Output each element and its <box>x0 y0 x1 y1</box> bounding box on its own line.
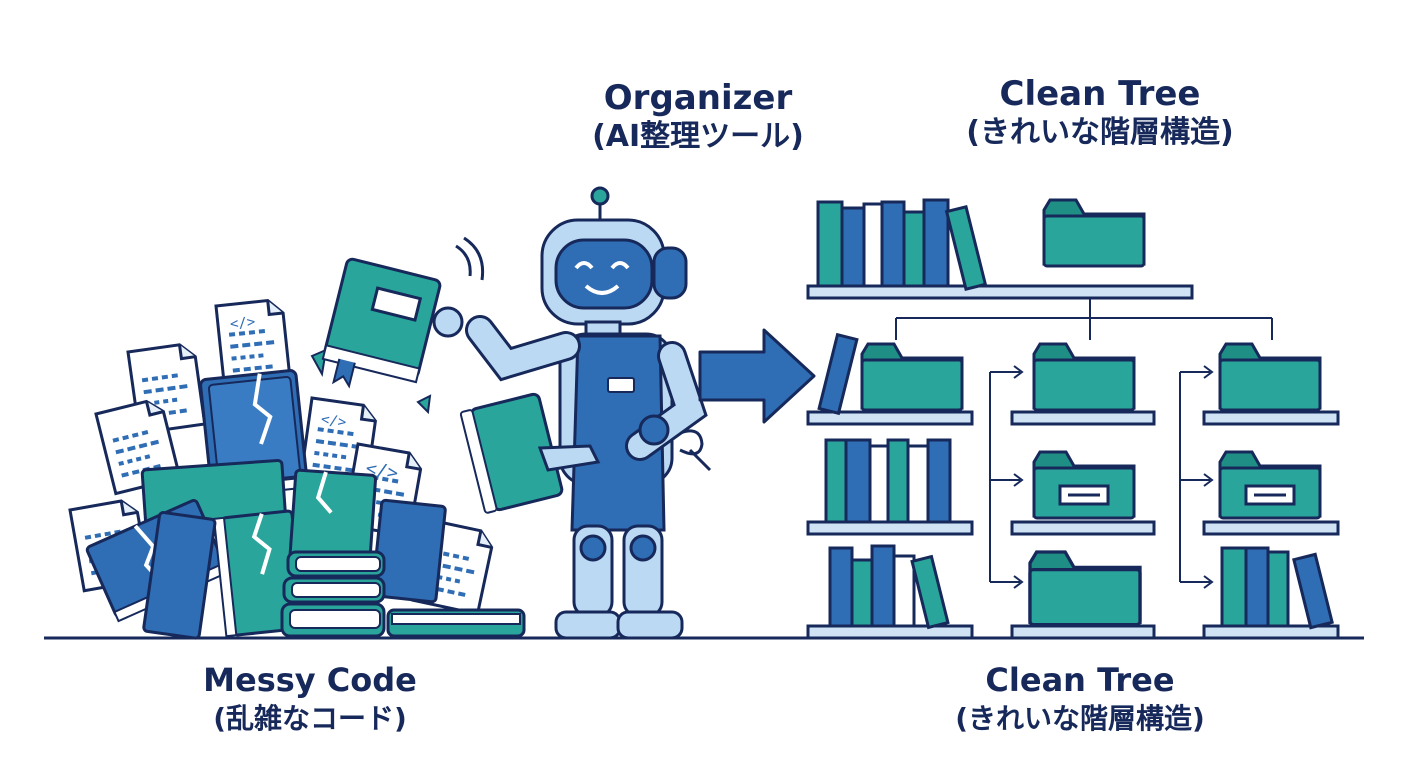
shelf-icon <box>1202 624 1340 640</box>
svg-text:</>: </> <box>229 314 256 333</box>
book-icon <box>321 257 442 389</box>
messy-code-subtitle: (乱雑なコード) <box>213 702 407 735</box>
shelf-icon <box>1202 410 1340 426</box>
organizer-label: Organizer (AI整理ツール) <box>548 78 848 156</box>
clean-tree-top-label: Clean Tree (きれいな階層構造) <box>920 74 1280 152</box>
folder-icon <box>860 342 964 412</box>
shelf-icon <box>1202 520 1340 536</box>
book-icon <box>370 498 447 604</box>
shelf-icon <box>1010 410 1156 426</box>
robot-icon <box>432 186 712 640</box>
folder-icon <box>1028 550 1142 627</box>
folder-icon <box>1218 450 1322 520</box>
book-icon <box>212 509 306 638</box>
organizer-subtitle: (AI整理ツール) <box>592 119 804 154</box>
messy-code-label: Messy Code (乱雑なコード) <box>160 660 460 738</box>
folder-icon <box>1218 342 1322 412</box>
book-icon <box>459 392 564 514</box>
clean-tree-bottom-subtitle: (きれいな階層構造) <box>955 702 1205 735</box>
shelf-icon <box>806 284 1194 300</box>
clean-tree <box>806 198 1340 640</box>
book-icon <box>142 511 217 640</box>
svg-text:</>: </> <box>320 412 347 431</box>
organizer-title: Organizer <box>603 78 793 118</box>
messy-code-title: Messy Code <box>203 661 417 699</box>
book-stack <box>280 550 526 638</box>
shelf-icon <box>806 624 974 640</box>
folder-icon <box>1032 450 1136 520</box>
shelf-icon <box>806 520 974 536</box>
messy-code-pile: </> </> </> <box>68 297 526 640</box>
shelf-icon <box>1010 520 1156 536</box>
arrow-right-icon <box>698 328 816 424</box>
clean-tree-top-title: Clean Tree <box>999 74 1201 114</box>
clean-tree-top-subtitle: (きれいな階層構造) <box>966 115 1234 150</box>
folder-icon <box>1042 198 1146 268</box>
book-icon <box>287 468 378 577</box>
folder-icon <box>1032 342 1136 412</box>
clean-tree-bottom-label: Clean Tree (きれいな階層構造) <box>900 660 1260 738</box>
shelf-icon <box>806 410 974 426</box>
document-icon: </> <box>214 297 293 390</box>
shelf-icon <box>1010 624 1156 640</box>
document-icon: </> <box>298 396 380 491</box>
clean-tree-bottom-title: Clean Tree <box>985 661 1175 699</box>
